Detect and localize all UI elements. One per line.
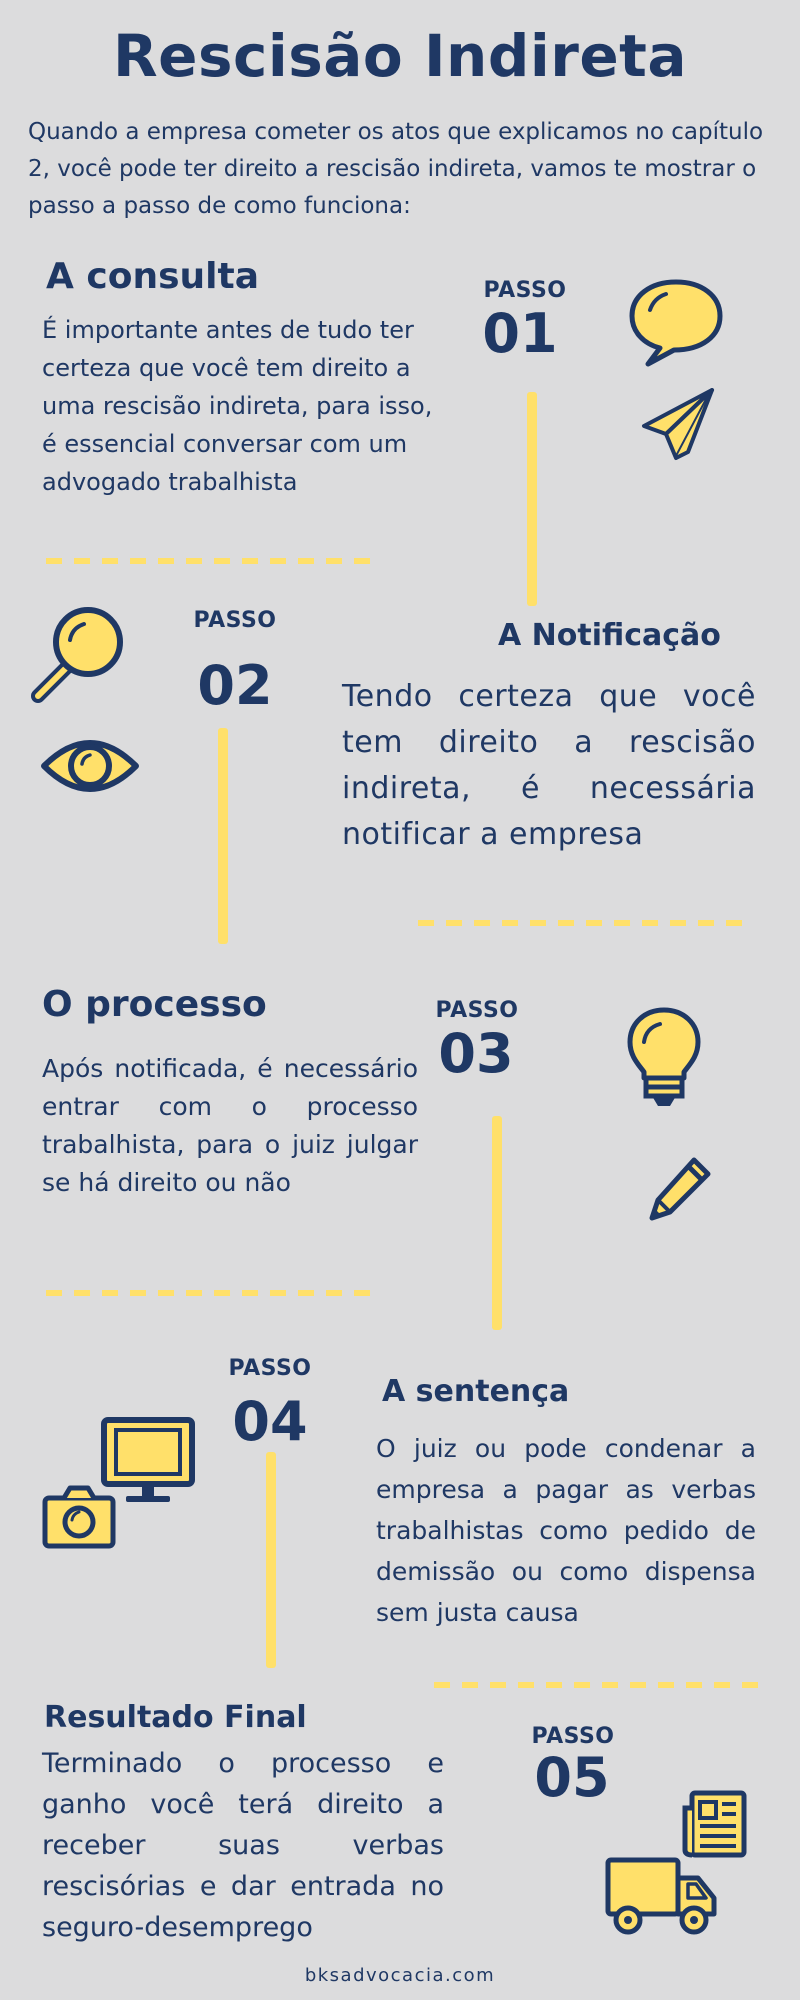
step-4-text: O juiz ou pode condenar a empresa a paga… (376, 1434, 756, 1627)
step-3-divider (46, 1290, 382, 1296)
step-4-label: PASSO (228, 1356, 312, 1381)
step-2-text: Tendo certeza que você tem direito a res… (342, 679, 756, 852)
step-1-number: 01 (482, 302, 558, 365)
speech-bubble-icon (626, 278, 726, 368)
step-5-title: Resultado Final (44, 1700, 307, 1735)
eye-icon (40, 734, 140, 798)
step-2-divider (418, 920, 754, 926)
step-1-timeline (527, 392, 537, 606)
camera-icon (42, 1484, 116, 1550)
paper-plane-icon (640, 386, 716, 462)
step-3-number: 03 (438, 1022, 514, 1085)
footer-website: bksadvocacia.com (304, 1965, 496, 1986)
step-3-title: O processo (42, 984, 267, 1025)
step-5-label: PASSO (531, 1724, 615, 1749)
document-icon (682, 1790, 748, 1858)
step-1-label: PASSO (483, 278, 567, 303)
pencil-icon (644, 1154, 714, 1224)
step-2-title: A Notificação (498, 618, 721, 653)
step-4-timeline (266, 1452, 276, 1668)
step-2-number: 02 (197, 654, 273, 717)
step-2-label: PASSO (193, 608, 277, 633)
step-3-text: Após notificada, é necessário entrar com… (42, 1054, 418, 1197)
intro-text: Quando a empresa cometer os atos que exp… (28, 119, 764, 219)
truck-icon (604, 1856, 718, 1938)
step-5-number: 05 (534, 1746, 610, 1809)
step-1-title: A consulta (46, 256, 259, 297)
magnifying-glass-icon (30, 604, 130, 704)
step-4-divider (434, 1682, 770, 1688)
step-1-text: É importante antes de tudo ter certeza q… (42, 316, 433, 496)
lightbulb-icon (626, 1006, 702, 1110)
monitor-icon (100, 1416, 196, 1506)
step-3-label: PASSO (435, 998, 519, 1023)
step-4-number: 04 (232, 1390, 308, 1453)
step-4-title: A sentença (382, 1374, 570, 1409)
step-5-text: Terminado o processo e ganho você terá d… (42, 1748, 444, 1943)
step-3-timeline (492, 1116, 502, 1330)
step-1-divider (46, 558, 382, 564)
page-title: Rescisão Indireta (112, 22, 688, 90)
step-2-timeline (218, 728, 228, 944)
